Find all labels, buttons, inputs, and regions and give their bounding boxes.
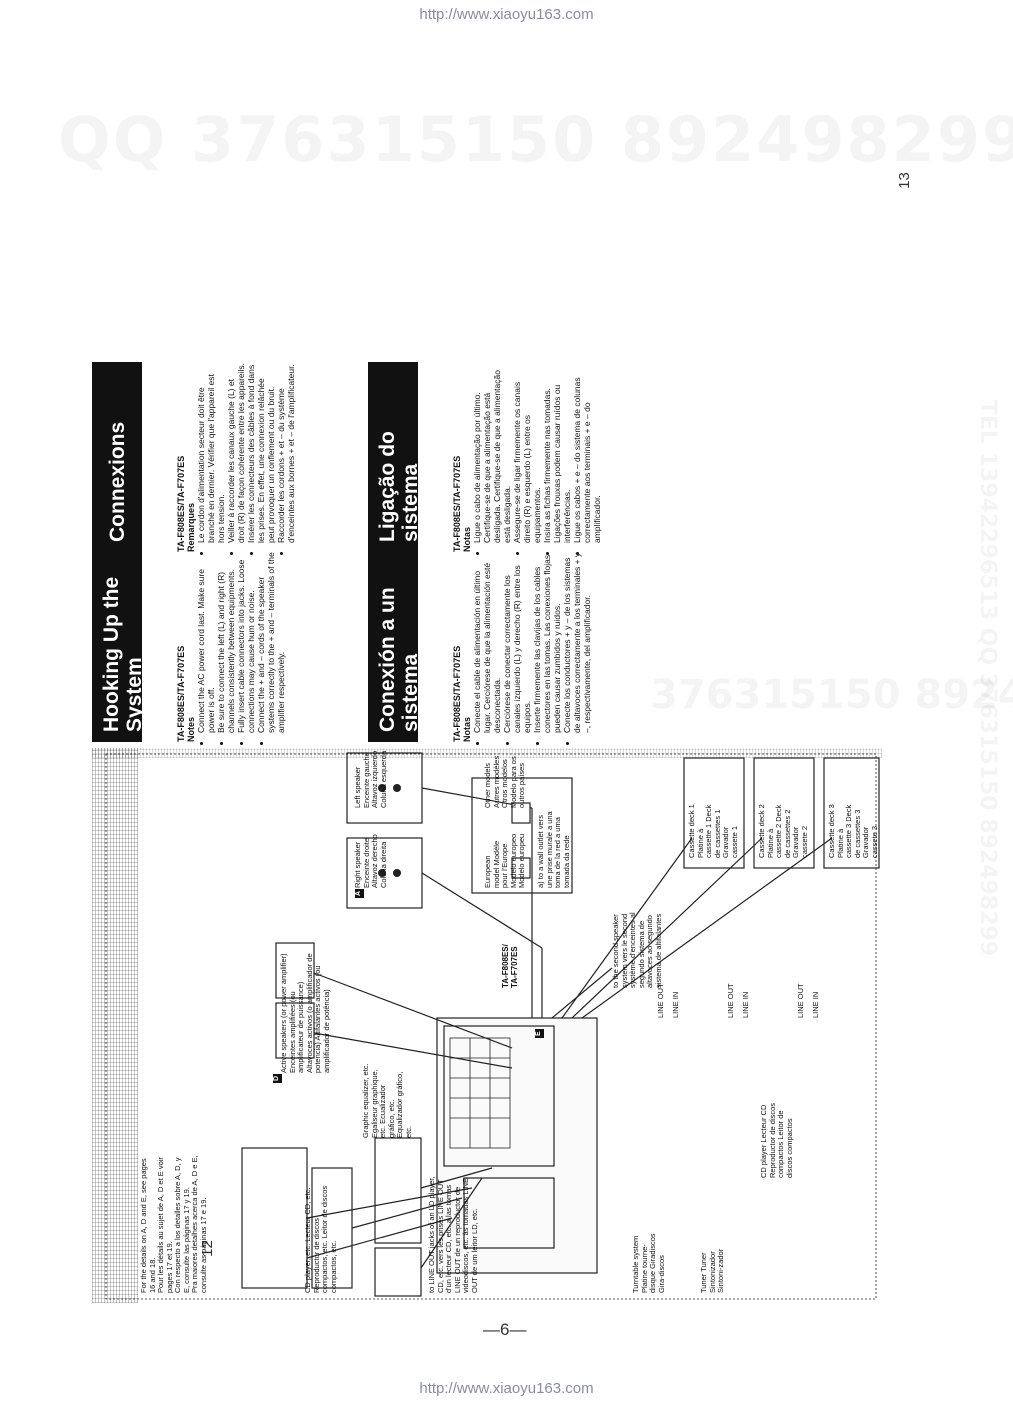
qq-watermark: QQ 376315150 892498299 <box>58 103 1013 176</box>
details-line: Pra maiores detalhes acerca de A, D e E,… <box>190 1155 208 1293</box>
note-item: Fully insert cable connectors into jacks… <box>236 552 256 733</box>
connection-diagram: TA-F808ES/ TA-F707ES A D E Right speaker… <box>92 748 882 1303</box>
details-text: For the details on A, D and E, see pages… <box>139 1153 208 1294</box>
badge-e: E <box>535 1029 544 1038</box>
right-speaker-label: Right speaker Enceinte droite Altavoz de… <box>353 834 388 888</box>
diagram-lines <box>105 752 880 1300</box>
model-label: TA-F808ES/TA-F707ES <box>176 645 186 742</box>
section-connexions: Connexions TA-F808ES/TA-F707ES Remarques… <box>92 362 296 552</box>
cd-etc-label: CD player, etc. Lecteur CD, etc. Reprodu… <box>303 1185 338 1293</box>
active-speakers-label: Active speakers (or power amplifier) Enc… <box>279 953 331 1073</box>
note-item: Raccorder les cordons + et – du système … <box>276 362 296 543</box>
note-item: Insira as fichas firmemente nas tomadas.… <box>542 362 572 543</box>
notes-label: Remarques <box>186 502 196 552</box>
model-label: TA-F808ES/TA-F707ES <box>452 645 462 742</box>
center-page-label: —6— <box>483 1320 527 1339</box>
badge-d: D <box>273 1073 282 1083</box>
tuner-label: Tuner Tuner Sintonizador Sintoni-zador <box>699 1248 725 1293</box>
scan-noise-top <box>92 748 882 758</box>
section-conexion: Conexión a un sistema TA-F808ES/TA-F707E… <box>368 552 592 742</box>
source-url-bottom[interactable]: http://www.xiaoyu163.com <box>419 1380 594 1397</box>
note-item: Le cordon d'alimentation secteur doit êt… <box>196 362 226 543</box>
wall-outlet-label: a) to a wall outlet vers une prise mural… <box>536 811 571 888</box>
note-item: Conecte los conductores + y – de los sis… <box>562 552 592 733</box>
ld-line-out-label: to LINE OUT jacks of an LD player, CD, e… <box>427 1176 479 1293</box>
source-url-top[interactable]: http://www.xiaoyu163.com <box>419 6 594 23</box>
model-label: TA-F808ES/TA-F707ES <box>452 455 462 552</box>
details-line: Pour les détails au sujet de A, D et E v… <box>156 1157 174 1293</box>
line-in-label: LINE IN <box>671 991 680 1018</box>
line-out-label: LINE OUT <box>796 983 805 1018</box>
details-line: Con respecto a los detalles sobre A, D, … <box>173 1157 191 1294</box>
amp-model-label: TA-F808ES/ TA-F707ES <box>501 944 519 988</box>
note-item: Conecte el cable de alimentación en últi… <box>472 552 502 733</box>
turntable-label: Turntable system Platine tourne-disque G… <box>631 1233 666 1293</box>
note-item: Be sure to connect the left (L) and righ… <box>216 552 236 733</box>
deck2-label: Cassette deck 2 Platine à cassette 2 Dec… <box>757 804 809 858</box>
section-title: Conexión a un sistema <box>368 552 422 742</box>
graphic-eq-label: Graphic equalizer, etc. Egaliseur graphi… <box>361 1063 413 1138</box>
other-models-label: Other models Autres modèles Otros modelo… <box>483 755 526 808</box>
line-in-label: LINE IN <box>741 991 750 1018</box>
note-item: Insérer les connecteurs des câbles à fon… <box>246 362 276 543</box>
note-item: Cerciórese de conectar correctamente los… <box>502 552 532 733</box>
note-item: Inserte firmemente las clavijas de los c… <box>532 552 562 733</box>
line-out-label: LINE OUT <box>656 983 665 1018</box>
section-title: Ligação do sistema <box>368 362 422 552</box>
notes-label: Notas <box>462 716 472 742</box>
note-item: Ligue os cabos + e – do sistema de colun… <box>572 362 602 543</box>
section-ligacao: Ligação do sistema TA-F808ES/TA-F707ES N… <box>368 362 602 552</box>
mid-watermark: 376315150 892498299 <box>650 672 1013 718</box>
note-item: Ligue o cabo de alimentação por último. … <box>472 362 512 543</box>
deck3-label: Cassette deck 3 Platine à cassette 3 Dec… <box>827 804 879 858</box>
note-item: Veiller à raccorder les canaux gauche (L… <box>226 362 246 543</box>
model-label: TA-F808ES/TA-F707ES <box>176 455 186 552</box>
note-item: Connect the AC power cord last. Make sur… <box>196 552 216 733</box>
european-model-label: European model Modèle pour l'Europe Mode… <box>483 833 526 888</box>
section-hooking-up: Hooking Up the System TA-F808ES/TA-F707E… <box>92 552 286 742</box>
line-out-label: LINE OUT <box>726 983 735 1018</box>
notes-label: Notas <box>462 526 472 552</box>
section-title: Connexions <box>92 362 142 552</box>
line-in-label: LINE IN <box>811 991 820 1018</box>
section-title: Hooking Up the System <box>92 552 146 742</box>
page-number-right: 13 <box>895 172 913 189</box>
note-item: Assegure-se de ligar firmemente os canai… <box>512 362 542 543</box>
scan-noise-band <box>92 748 138 1303</box>
cd-player-label: CD player Lecteur CD Reproductor de disc… <box>759 1102 794 1178</box>
notes-label: Notes <box>186 716 196 742</box>
note-item: Connect the + and – cords of the speaker… <box>256 552 286 733</box>
left-speaker-label: Left speaker Enceinte gauche Altavoz izq… <box>353 750 388 808</box>
second-speaker-label: to the second speaker system vers le sec… <box>611 912 663 988</box>
details-line: For the details on A, D and E, see pages… <box>139 1158 157 1293</box>
deck1-label: Cassette deck 1 Platine à cassette 1 Dec… <box>687 804 739 858</box>
badge-a: A <box>355 888 364 898</box>
